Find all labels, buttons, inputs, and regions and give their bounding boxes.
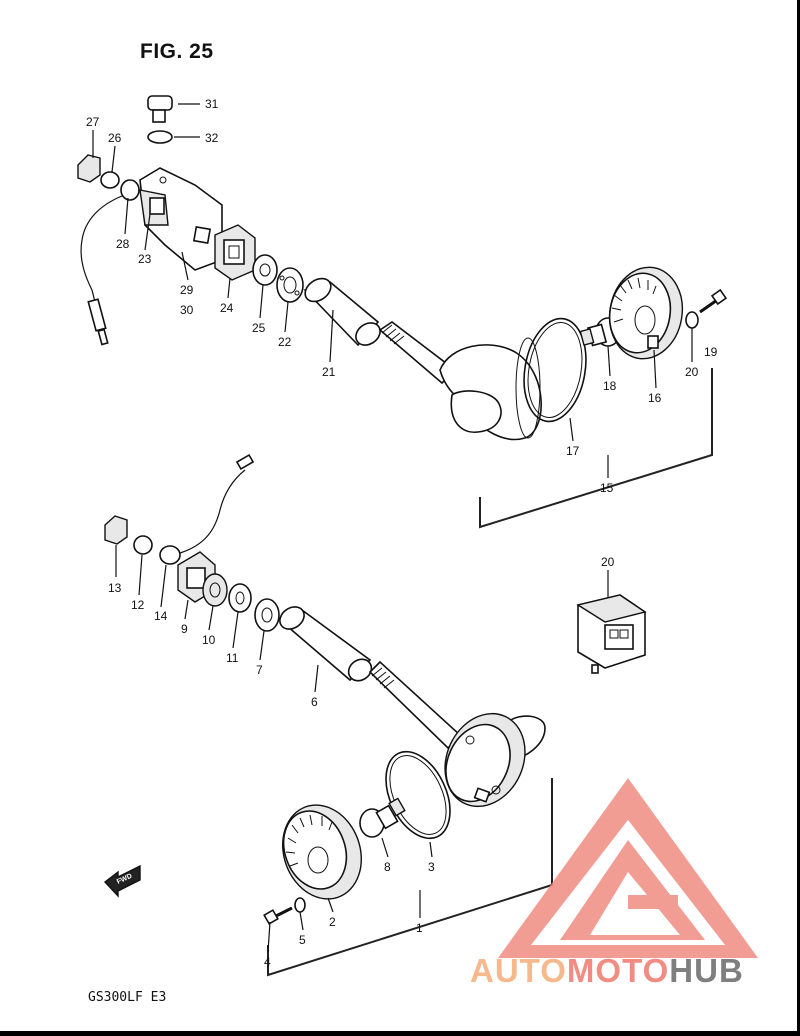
callout-20-upper: 20 bbox=[685, 365, 699, 379]
model-code: GS300LF E3 bbox=[88, 990, 167, 1005]
nut-13 bbox=[104, 515, 128, 545]
scan-edge-right bbox=[797, 0, 800, 1036]
o-ring-17 bbox=[523, 317, 587, 423]
callout-6: 6 bbox=[311, 695, 318, 709]
washer-26 bbox=[100, 171, 120, 189]
stem-6 bbox=[278, 606, 462, 750]
callout-11: 11 bbox=[226, 651, 239, 665]
screw-19 bbox=[699, 288, 728, 314]
callout-18: 18 bbox=[603, 379, 617, 393]
grommet-24 bbox=[214, 224, 256, 281]
callout-16: 16 bbox=[648, 391, 662, 405]
callout-22: 22 bbox=[278, 335, 292, 349]
lens-2 bbox=[281, 804, 363, 900]
callout-19: 19 bbox=[704, 345, 718, 359]
callout-28: 28 bbox=[116, 237, 130, 251]
brand-auto: AUTO bbox=[470, 952, 567, 989]
bracket-29 bbox=[139, 167, 223, 271]
callout-21: 21 bbox=[322, 365, 336, 379]
callout-8: 8 bbox=[384, 860, 391, 874]
callout-5: 5 bbox=[299, 933, 306, 947]
callout-13: 13 bbox=[108, 581, 122, 595]
bracket-line-1 bbox=[267, 778, 553, 977]
forward-arrow-icon bbox=[103, 864, 141, 898]
callout-7: 7 bbox=[256, 663, 263, 677]
signal-housing-lower bbox=[444, 712, 546, 808]
watermark-brand: AUTOMOTOHUB bbox=[470, 952, 744, 990]
lock-washer-7 bbox=[254, 598, 280, 632]
stem-21 bbox=[303, 277, 457, 385]
lock-washer-22 bbox=[276, 267, 304, 303]
leader-lines bbox=[92, 103, 693, 953]
relay-20 bbox=[576, 594, 647, 674]
callout-9: 9 bbox=[181, 622, 188, 636]
callout-12: 12 bbox=[131, 598, 145, 612]
nut-10 bbox=[202, 573, 228, 607]
terminal-28 bbox=[120, 179, 140, 201]
brand-hub: HUB bbox=[669, 952, 744, 989]
callout-14: 14 bbox=[154, 609, 168, 623]
callout-32: 32 bbox=[205, 131, 219, 145]
washer-25 bbox=[252, 254, 278, 286]
washer-11 bbox=[228, 583, 252, 613]
callout-17: 17 bbox=[566, 444, 580, 458]
callout-2: 2 bbox=[329, 915, 336, 929]
screw-4 bbox=[263, 906, 293, 925]
callout-29: 29 bbox=[180, 283, 194, 297]
ground-wire bbox=[80, 195, 123, 291]
callout-4: 4 bbox=[264, 955, 271, 969]
nut-27 bbox=[77, 154, 101, 183]
callout-25: 25 bbox=[252, 321, 266, 335]
callout-31: 31 bbox=[205, 97, 219, 111]
callout-26: 26 bbox=[108, 131, 122, 145]
automotohub-logo bbox=[498, 778, 758, 958]
callout-10: 10 bbox=[202, 633, 216, 647]
lens-16 bbox=[608, 266, 684, 360]
bracket-line-15 bbox=[479, 368, 713, 529]
callout-1: 1 bbox=[416, 921, 423, 935]
brand-moto: MOTO bbox=[566, 952, 670, 989]
scan-edge-bottom bbox=[0, 1031, 800, 1036]
washer-20 bbox=[685, 311, 699, 329]
callout-30: 30 bbox=[180, 303, 194, 317]
bolt-31 bbox=[147, 95, 173, 123]
callout-3: 3 bbox=[428, 860, 435, 874]
terminal-14 bbox=[159, 545, 181, 565]
callout-15: 15 bbox=[600, 481, 614, 495]
washer-5 bbox=[294, 897, 306, 913]
callout-27: 27 bbox=[86, 115, 100, 129]
callout-23: 23 bbox=[138, 252, 152, 266]
signal-body-upper bbox=[439, 337, 542, 441]
callout-labels: 31 32 27 26 28 23 29 30 24 25 22 21 18 1… bbox=[86, 97, 718, 969]
callout-20-relay: 20 bbox=[601, 555, 615, 569]
callout-24: 24 bbox=[220, 301, 234, 315]
washer-32 bbox=[147, 130, 173, 144]
bulb-8 bbox=[359, 797, 406, 838]
washer-12 bbox=[133, 535, 153, 555]
figure-title: FIG. 25 bbox=[140, 40, 214, 63]
signal-wire-lower bbox=[179, 469, 246, 554]
